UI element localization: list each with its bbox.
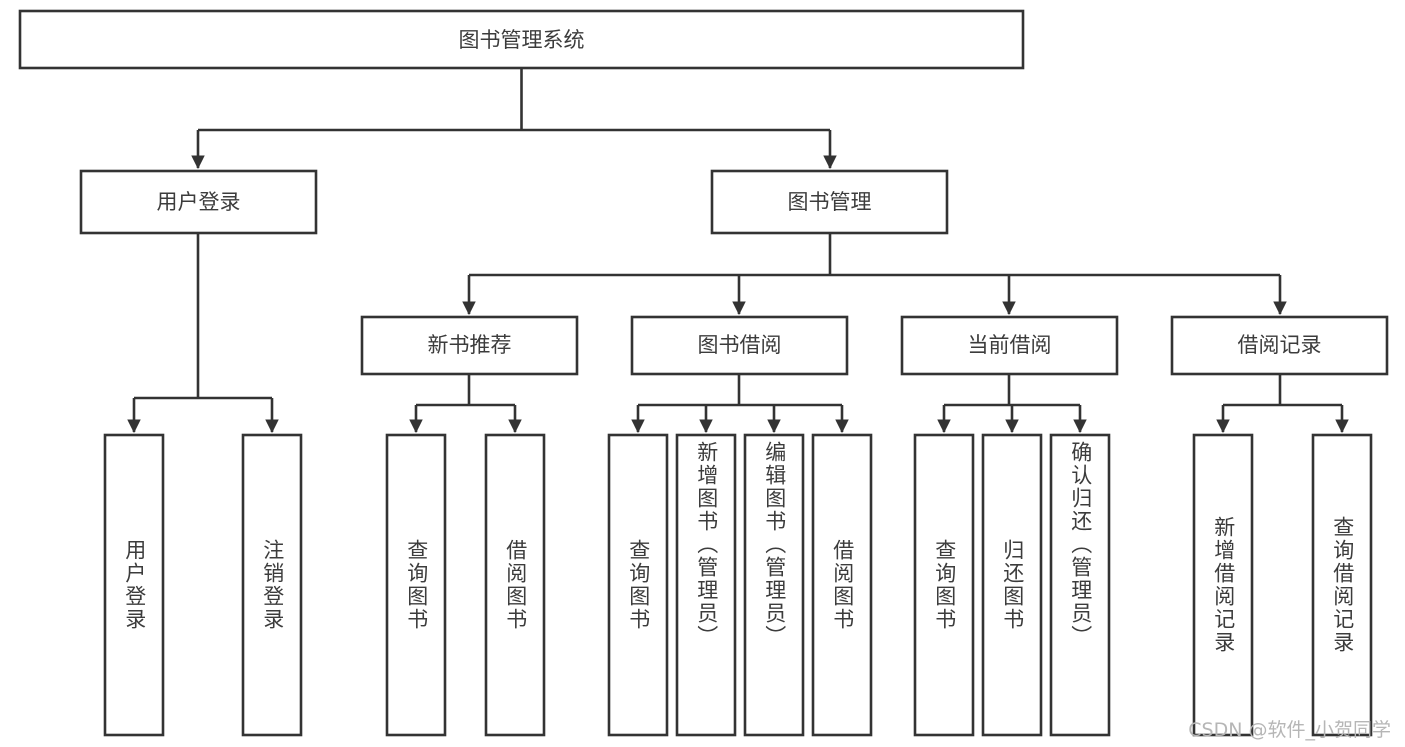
leaf-box-query-borrow-record[interactable] bbox=[1311, 433, 1373, 737]
node-new-book-recommend[interactable]: 新书推荐 bbox=[360, 315, 579, 376]
node-root-system[interactable]: 图书管理系统 bbox=[18, 9, 1025, 70]
node-root-label: 图书管理系统 bbox=[459, 28, 585, 52]
node-current-borrow[interactable]: 当前借阅 bbox=[900, 315, 1119, 376]
node-borrow-record-label: 借阅记录 bbox=[1238, 333, 1322, 357]
node-book-borrow-label: 图书借阅 bbox=[698, 333, 782, 357]
leaf-box-confirm-return-admin[interactable] bbox=[1049, 433, 1111, 737]
connector-bookmgmt-to-level3 bbox=[462, 233, 1287, 316]
connector-currentborrow-to-leaves bbox=[937, 374, 1087, 434]
leaf-box-query-book-rec[interactable] bbox=[385, 433, 447, 737]
leaf-box-add-book-admin[interactable] bbox=[675, 433, 737, 737]
leaf-box-user-login[interactable] bbox=[103, 433, 165, 737]
connector-root-to-level2 bbox=[191, 68, 837, 170]
node-book-management[interactable]: 图书管理 bbox=[710, 169, 949, 235]
connector-borrowrecord-to-leaves bbox=[1216, 374, 1349, 434]
leaf-boxes bbox=[103, 433, 1373, 737]
connector-bookborrow-to-leaves bbox=[631, 374, 849, 434]
node-new-book-recommend-label: 新书推荐 bbox=[428, 333, 512, 357]
leaf-box-user-logout[interactable] bbox=[241, 433, 303, 737]
leaf-box-borrow-book[interactable] bbox=[811, 433, 873, 737]
connector-userlogin-to-leaves bbox=[127, 233, 279, 434]
connector-newbook-to-leaves bbox=[409, 374, 522, 434]
node-book-borrow[interactable]: 图书借阅 bbox=[630, 315, 849, 376]
leaf-box-borrow-book-rec[interactable] bbox=[484, 433, 546, 737]
node-borrow-record[interactable]: 借阅记录 bbox=[1170, 315, 1389, 376]
leaf-box-add-borrow-record[interactable] bbox=[1192, 433, 1254, 737]
node-current-borrow-label: 当前借阅 bbox=[968, 333, 1052, 357]
leaf-box-query-book-borrow[interactable] bbox=[607, 433, 669, 737]
csdn-watermark: CSDN @软件_小贺同学 bbox=[1188, 719, 1391, 741]
leaf-box-edit-book-admin[interactable] bbox=[743, 433, 805, 737]
node-user-login[interactable]: 用户登录 bbox=[79, 169, 318, 235]
leaf-box-query-book-current[interactable] bbox=[913, 433, 975, 737]
node-book-management-label: 图书管理 bbox=[788, 190, 872, 214]
leaf-box-return-book[interactable] bbox=[981, 433, 1043, 737]
node-user-login-label: 用户登录 bbox=[157, 190, 241, 214]
